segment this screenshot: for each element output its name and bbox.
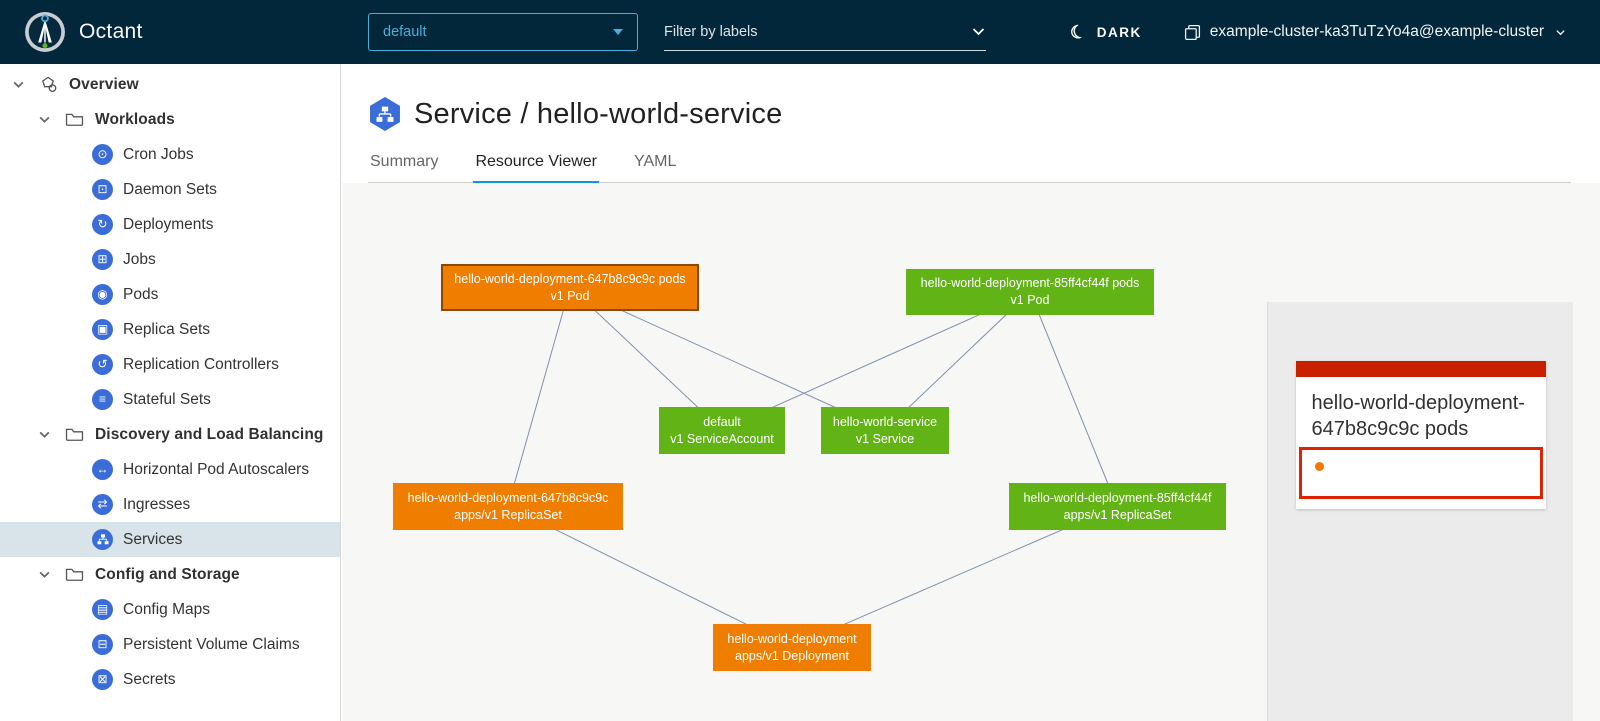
app-title: Octant [79, 20, 143, 43]
sidebar-item-ingresses[interactable]: ⇄ Ingresses [0, 487, 340, 522]
services-icon [92, 529, 113, 550]
pods-icon: ◉ [92, 284, 113, 305]
sidebar-item-horizontal-pod-autoscalers[interactable]: ↔ Horizontal Pod Autoscalers [0, 452, 340, 487]
folder-icon [64, 567, 84, 582]
octant-logo-icon [25, 12, 65, 52]
sidebar-nav: Overview Workloads ⊙ Cron Jobs ⊡ Daemon … [0, 64, 341, 721]
sidebar-group-config-storage[interactable]: Config and Storage [0, 557, 340, 592]
tab-resource-viewer[interactable]: Resource Viewer [473, 149, 599, 184]
pod-status-dot [1314, 462, 1324, 471]
tab-bar: Summary Resource Viewer YAML [368, 149, 1571, 184]
sidebar-item-persistent-volume-claims[interactable]: ⊟ Persistent Volume Claims [0, 627, 340, 662]
pod-status-box[interactable] [1298, 447, 1543, 499]
graph-node-deployment-hello-world[interactable]: hello-world-deployment apps/v1 Deploymen… [713, 624, 871, 671]
card-status-bar [1295, 361, 1546, 377]
node-name: hello-world-deployment [727, 631, 857, 646]
graph-node-pod-85ff4cf44f[interactable]: hello-world-deployment-85ff4cf44f pods v… [906, 269, 1154, 315]
graph-node-replicaset-647b8c9c9c[interactable]: hello-world-deployment-647b8c9c9c apps/v… [393, 483, 623, 530]
stateful-sets-icon: ≡ [92, 389, 113, 410]
tab-yaml[interactable]: YAML [634, 153, 677, 170]
node-kind: apps/v1 ReplicaSet [1063, 507, 1172, 522]
namespace-dropdown[interactable]: default [368, 13, 638, 51]
resource-graph-canvas: hello-world-deployment-647b8c9c9c pods v… [342, 183, 1600, 721]
node-name: hello-world-service [832, 414, 938, 429]
graph-node-pod-647b8c9c9c[interactable]: hello-world-deployment-647b8c9c9c pods v… [441, 264, 699, 311]
overview-icon [38, 75, 58, 94]
chevron-down-icon[interactable] [36, 113, 52, 126]
chevron-down-icon[interactable] [36, 428, 52, 441]
daemon-sets-icon: ⊡ [92, 179, 113, 200]
sidebar-item-deployments[interactable]: ↻ Deployments [0, 207, 340, 242]
detail-panel: hello-world-deployment-647b8c9c9c pods [1267, 302, 1573, 721]
graph-node-serviceaccount-default[interactable]: default v1 ServiceAccount [659, 407, 785, 454]
node-name: hello-world-deployment-85ff4cf44f [1023, 490, 1212, 505]
tab-summary[interactable]: Summary [370, 153, 439, 170]
caret-down-icon [613, 29, 623, 35]
selected-node-card: hello-world-deployment-647b8c9c9c pods [1295, 361, 1546, 509]
main-content: Service / hello-world-service Summary Re… [342, 64, 1600, 721]
sidebar-item-replication-controllers[interactable]: ↺ Replication Controllers [0, 347, 340, 382]
chevron-down-icon[interactable] [10, 78, 26, 91]
config-maps-icon: ▤ [92, 599, 113, 620]
graph-node-service-hello-world[interactable]: hello-world-service v1 Service [821, 407, 949, 454]
cluster-name: example-cluster-ka3TuTzYo4a@example-clus… [1209, 23, 1544, 40]
folder-icon [64, 427, 84, 442]
jobs-icon: ⊞ [92, 249, 113, 270]
sidebar-item-pods[interactable]: ◉ Pods [0, 277, 340, 312]
node-kind: v1 Pod [550, 288, 590, 303]
sidebar-item-cron-jobs[interactable]: ⊙ Cron Jobs [0, 137, 340, 172]
folder-icon [64, 112, 84, 127]
graph-node-replicaset-85ff4cf44f[interactable]: hello-world-deployment-85ff4cf44f apps/v… [1009, 483, 1226, 530]
service-icon [370, 97, 400, 131]
sidebar-item-config-maps[interactable]: ▤ Config Maps [0, 592, 340, 627]
moon-icon: ☾ [1067, 20, 1090, 44]
persistent-volume-claims-icon: ⊟ [92, 634, 113, 655]
sidebar-group-discovery-load-balancing[interactable]: Discovery and Load Balancing [0, 417, 340, 452]
node-kind: v1 Service [855, 431, 915, 446]
chevron-down-icon [1556, 29, 1565, 35]
ingresses-icon: ⇄ [92, 494, 113, 515]
cron-jobs-icon: ⊙ [92, 144, 113, 165]
dark-toggle-label: DARK [1096, 24, 1142, 40]
horizontal-pod-autoscalers-icon: ↔ [92, 459, 113, 480]
page-title: Service / hello-world-service [414, 97, 783, 130]
dark-theme-toggle[interactable]: ☾ DARK [1067, 20, 1142, 44]
cluster-selector[interactable]: example-cluster-ka3TuTzYo4a@example-clus… [1184, 23, 1566, 41]
card-title: hello-world-deployment-647b8c9c9c pods [1311, 392, 1525, 440]
node-kind: v1 ServiceAccount [670, 431, 774, 446]
label-filter [664, 13, 986, 51]
chevron-down-icon[interactable] [36, 568, 52, 581]
node-kind: apps/v1 ReplicaSet [454, 507, 562, 522]
sidebar-item-stateful-sets[interactable]: ≡ Stateful Sets [0, 382, 340, 417]
node-kind: apps/v1 Deployment [735, 648, 849, 663]
node-name: hello-world-deployment-647b8c9c9c pods [454, 271, 686, 286]
sidebar-item-services[interactable]: Services [0, 522, 340, 557]
namespace-value: default [383, 24, 427, 40]
sidebar-item-replica-sets[interactable]: ▣ Replica Sets [0, 312, 340, 347]
node-name: default [703, 414, 741, 429]
page-header: Service / hello-world-service [368, 97, 782, 131]
deployments-icon: ↻ [92, 214, 113, 235]
replica-sets-icon: ▣ [92, 319, 113, 340]
app-header: Octant default ☾ DARK example-cluster-ka… [0, 0, 1600, 64]
sidebar-item-daemon-sets[interactable]: ⊡ Daemon Sets [0, 172, 340, 207]
chevron-down-icon[interactable] [971, 24, 986, 39]
sidebar-item-overview[interactable]: Overview [0, 67, 340, 102]
sidebar-item-secrets[interactable]: ⊠ Secrets [0, 662, 340, 697]
sidebar-item-jobs[interactable]: ⊞ Jobs [0, 242, 340, 277]
sidebar-group-workloads[interactable]: Workloads [0, 102, 340, 137]
node-name: hello-world-deployment-647b8c9c9c [407, 490, 609, 505]
cluster-icon [1184, 24, 1200, 40]
node-kind: v1 Pod [1010, 293, 1050, 307]
label-filter-input[interactable] [664, 23, 971, 40]
node-name: hello-world-deployment-85ff4cf44f pods [920, 276, 1140, 291]
secrets-icon: ⊠ [92, 669, 113, 690]
replication-controllers-icon: ↺ [92, 354, 113, 375]
